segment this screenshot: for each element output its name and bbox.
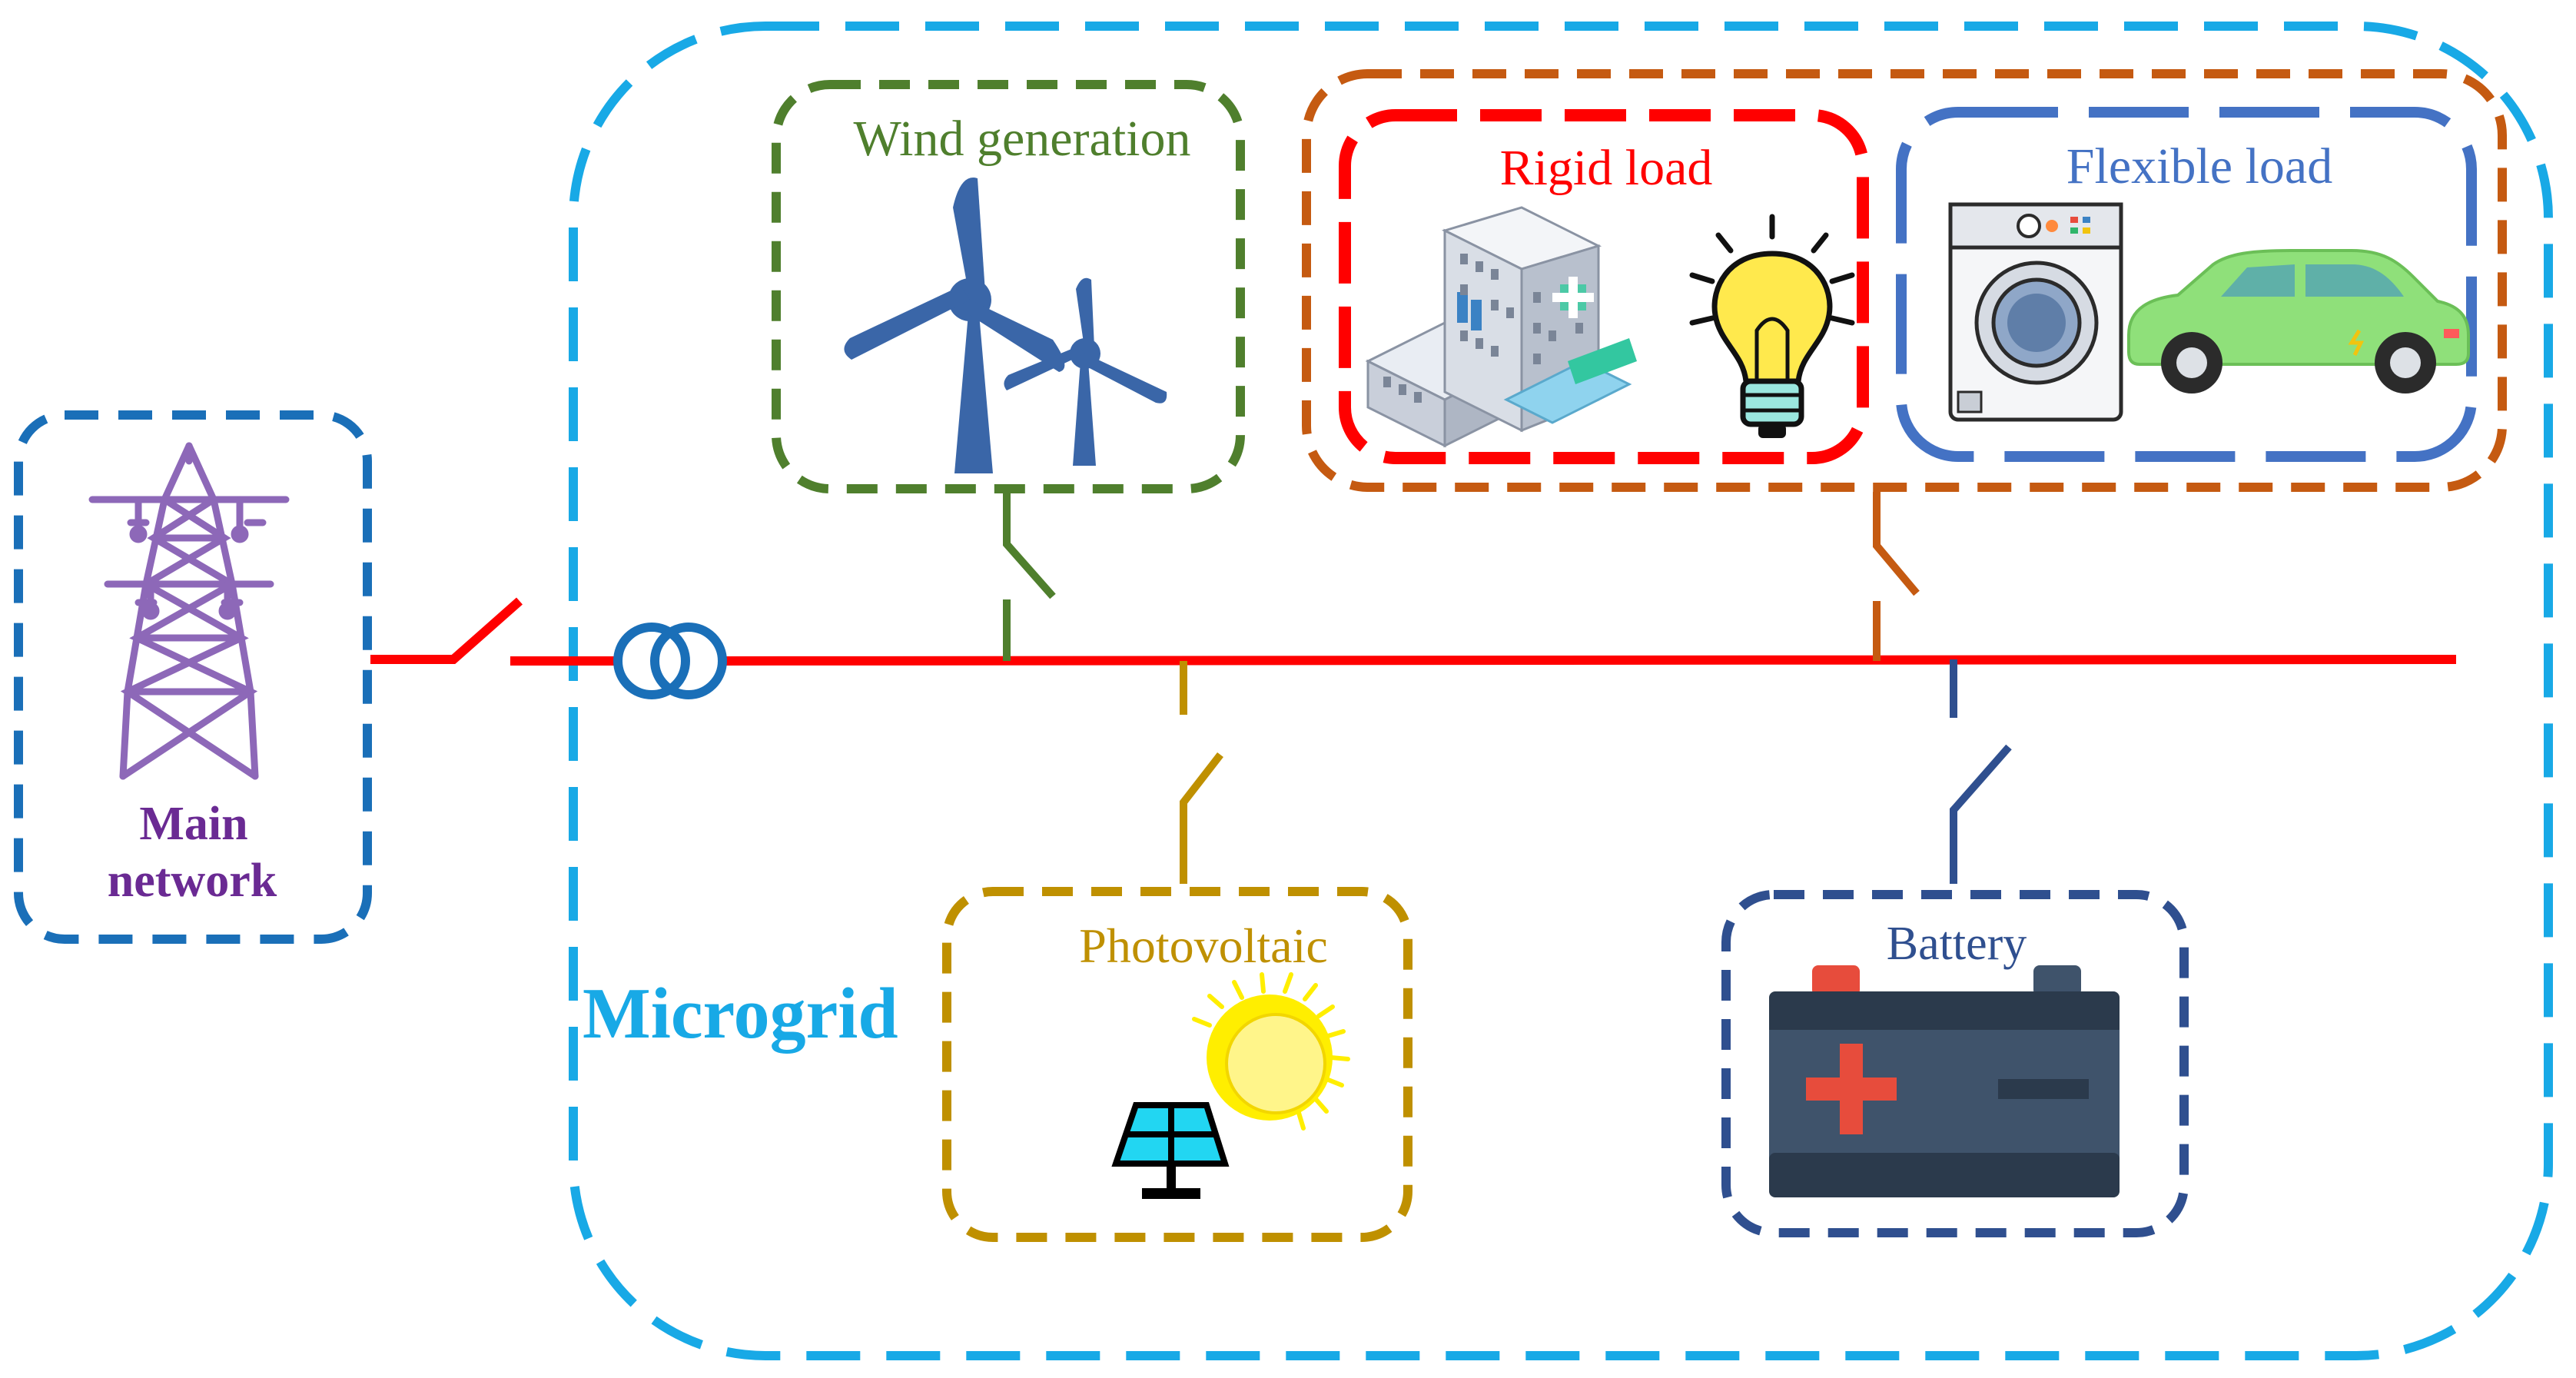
battery-label: Battery bbox=[1887, 918, 2027, 970]
flexible-load-group: Flexible load bbox=[1896, 107, 2477, 462]
transmission-tower-icon bbox=[88, 442, 290, 780]
bus-line bbox=[370, 597, 2457, 666]
main-network-label-line2: network bbox=[108, 855, 277, 907]
photovoltaic-label: Photovoltaic bbox=[1079, 918, 1328, 973]
photovoltaic-group: Photovoltaic bbox=[942, 887, 1412, 1242]
main-network-label-line1: Main bbox=[139, 798, 247, 850]
wind-switch bbox=[1003, 493, 1056, 661]
battery-icon bbox=[1769, 965, 2120, 1197]
hospital-building-icon bbox=[1365, 206, 1637, 448]
solar-panel-icon bbox=[1111, 1102, 1230, 1199]
microgrid-label: Microgrid bbox=[583, 974, 898, 1054]
rigid-load-label: Rigid load bbox=[1500, 140, 1713, 196]
wind-generation-label: Wind generation bbox=[853, 111, 1190, 167]
battery-switch bbox=[1950, 659, 2012, 884]
load-group-box bbox=[1302, 69, 2507, 492]
rigid-load-group: Rigid load bbox=[1339, 109, 1869, 464]
battery-box bbox=[1721, 890, 2189, 1237]
wind-turbine-icon bbox=[844, 178, 1167, 473]
wind-generation-box bbox=[772, 80, 1245, 493]
flexible-load-label: Flexible load bbox=[2066, 138, 2332, 194]
electric-car-icon bbox=[2127, 249, 2470, 393]
transformer-icon bbox=[613, 623, 727, 699]
sun-icon bbox=[1192, 972, 1350, 1131]
rigid-load-box bbox=[1339, 109, 1869, 464]
battery-group: Battery bbox=[1721, 890, 2189, 1237]
wind-generation-group: Wind generation bbox=[772, 80, 1245, 493]
washing-machine-icon bbox=[1948, 202, 2123, 422]
microgrid-box bbox=[569, 22, 2553, 1360]
photovoltaic-switch bbox=[1180, 661, 1223, 884]
load-switch bbox=[1873, 492, 1920, 661]
photovoltaic-box bbox=[942, 887, 1412, 1242]
flexible-load-box bbox=[1896, 107, 2477, 462]
light-bulb-icon bbox=[1689, 214, 1855, 438]
main-network-group: Main network bbox=[14, 410, 372, 944]
main-network-box bbox=[14, 410, 372, 944]
